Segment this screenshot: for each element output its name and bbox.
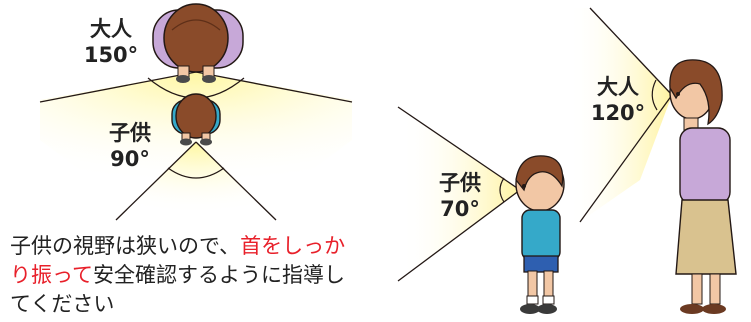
adult-top-title: 大人 — [90, 17, 132, 41]
child-top-angle: 90° — [110, 147, 150, 171]
adult-top-angle: 150° — [83, 43, 139, 67]
child-side-cone-lower-edge — [397, 189, 521, 282]
child-side-angle-arc — [499, 177, 505, 203]
child-top-title: 子供 — [109, 121, 151, 145]
adult-side-figure — [669, 59, 737, 314]
caption-part1: 子供の視野は狭いので、 — [10, 234, 241, 258]
child-side-cone-upper-edge — [397, 106, 521, 191]
adult-top-figure — [152, 3, 244, 83]
child-top-cone-right-edge — [195, 141, 277, 221]
child-side-label: 子供 70° — [430, 170, 490, 222]
caption-text: 子供の視野は狭いので、首をしっかり振って安全確認するように指導してください — [10, 232, 350, 319]
adult-side-cone-upper-edge — [589, 7, 673, 96]
child-top-angle-arc — [167, 167, 225, 179]
adult-top-cone-right-edge — [195, 71, 353, 103]
adult-top-cone-left-edge — [39, 71, 197, 103]
adult-side-angle-arc — [651, 79, 658, 111]
adult-side-title: 大人 — [597, 75, 639, 99]
caption-highlight: 首をしっかり振って — [10, 234, 346, 287]
child-top-figure — [171, 93, 221, 146]
child-side-title: 子供 — [439, 171, 481, 195]
adult-side-cone-lower-edge — [579, 94, 673, 223]
child-top-cone-left-edge — [115, 141, 197, 221]
child-side-angle: 70° — [440, 197, 480, 221]
adult-side-cone — [568, 8, 672, 230]
caption-part2: 安全確認するように指導してください — [10, 263, 345, 316]
adult-top-label: 大人 150° — [76, 16, 146, 68]
child-side-figure — [515, 155, 565, 314]
child-side-cone — [400, 108, 520, 280]
child-top-label: 子供 90° — [100, 120, 160, 172]
adult-side-angle: 120° — [590, 101, 646, 125]
adult-side-label: 大人 120° — [588, 74, 648, 126]
